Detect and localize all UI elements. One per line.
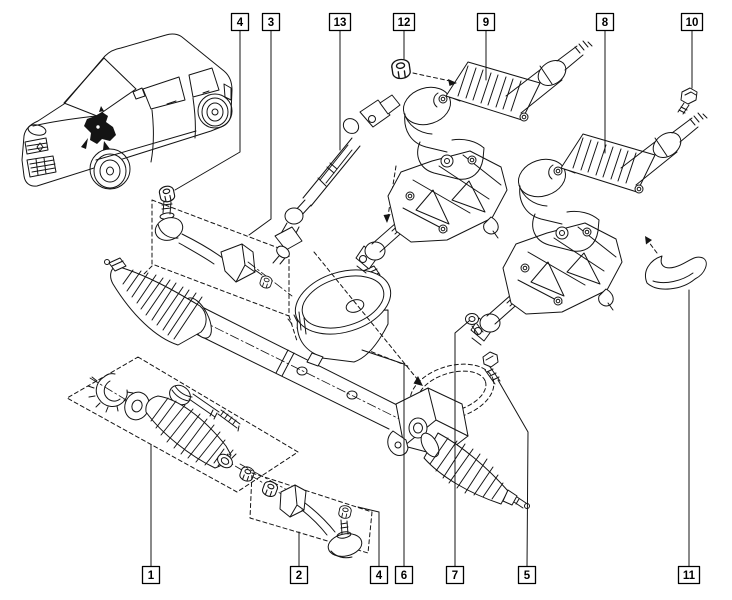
callout-number-top-10: 10 — [686, 17, 699, 29]
callout-bottom-6[interactable]: 6 — [361, 349, 414, 585]
callout-box-bottom-4[interactable] — [369, 565, 389, 585]
rear-wheel-arch — [197, 93, 233, 129]
steering-column-drawing — [355, 40, 593, 274]
callout-bottom-4[interactable]: 4 — [357, 506, 389, 585]
callout-bottom-7[interactable]: 7 — [445, 320, 470, 585]
callout-leader-bottom-7 — [454, 320, 470, 568]
dust-cover-drawing — [294, 269, 392, 367]
callout-box-bottom-5[interactable] — [517, 565, 537, 585]
callout-top-8[interactable]: 8 — [595, 12, 615, 154]
callout-box-top-10[interactable] — [680, 12, 704, 32]
callout-bottom-1[interactable]: 1 — [141, 444, 161, 585]
callout-box-bottom-6[interactable] — [394, 565, 414, 585]
callout-box-bottom-11[interactable] — [677, 565, 701, 585]
rack-boot-left — [110, 265, 207, 346]
front-wheel — [93, 153, 127, 189]
boot-clip — [95, 376, 128, 407]
callout-box-bottom-1[interactable] — [141, 565, 161, 585]
callout-top-3[interactable]: 3 — [248, 12, 281, 236]
callout-leader-bottom-5 — [497, 379, 529, 568]
ball-joint — [154, 217, 184, 241]
callout-number-bottom-1: 1 — [148, 570, 155, 582]
tie-rod-outline — [249, 472, 373, 554]
callout-number-bottom-11: 11 — [683, 570, 696, 582]
callout-box-top-12[interactable] — [392, 12, 416, 32]
callout-box-top-4[interactable] — [230, 12, 250, 32]
callout-number-bottom-2: 2 — [296, 570, 302, 582]
callout-number-top-13: 13 — [334, 17, 347, 29]
callout-top-9[interactable]: 9 — [476, 12, 496, 81]
callout-number-top-8: 8 — [602, 17, 609, 29]
callout-number-bottom-7: 7 — [452, 570, 458, 582]
callout-box-top-13[interactable] — [328, 12, 352, 32]
callout-number-top-12: 12 — [398, 17, 411, 29]
windshield — [63, 57, 137, 117]
callout-top-12[interactable]: 12 — [392, 12, 416, 60]
callout-number-top-9: 9 — [483, 17, 489, 29]
callout-number-top-3: 3 — [268, 17, 274, 29]
rear-wheel — [201, 97, 229, 127]
headlight — [27, 124, 47, 136]
callout-top-4[interactable]: 4 — [174, 12, 250, 191]
ball-joint-lower — [327, 533, 363, 557]
callout-number-bottom-4: 4 — [376, 570, 383, 582]
callout-bottom-5[interactable]: 5 — [497, 379, 537, 585]
callout-leader-bottom-6 — [361, 349, 405, 568]
callout-box-bottom-7[interactable] — [445, 565, 465, 585]
assist-motor — [403, 86, 451, 126]
callout-number-top-4: 4 — [237, 17, 244, 29]
callout-bottom-11[interactable]: 11 — [677, 289, 701, 585]
tie-rod-kit-drawing — [66, 356, 299, 499]
callout-box-bottom-2[interactable] — [289, 565, 309, 585]
callout-number-bottom-6: 6 — [401, 570, 407, 582]
callout-leader-top-4 — [174, 29, 241, 191]
callout-box-top-3[interactable] — [261, 12, 281, 32]
steering-column-right-drawing — [470, 112, 708, 346]
outer-tie-rod-drawing — [239, 463, 373, 559]
callout-bottom-2[interactable]: 2 — [289, 531, 309, 585]
tie-rod-nut — [157, 184, 177, 204]
callout-box-top-8[interactable] — [595, 12, 615, 32]
column-nut-12 — [390, 57, 412, 81]
callout-box-top-9[interactable] — [476, 12, 496, 32]
steering-wheel-bolt-10 — [680, 87, 698, 105]
intermediate-shaft-drawing — [272, 94, 423, 386]
adjust-lever-11 — [645, 255, 707, 290]
small-clamp — [217, 453, 233, 469]
callout-leader-bottom-4 — [357, 506, 380, 568]
kit-boot — [145, 395, 232, 469]
callout-number-bottom-5: 5 — [524, 570, 531, 582]
renault-logo — [36, 142, 44, 152]
side-mirror — [132, 87, 146, 100]
callout-top-13[interactable]: 13 — [328, 12, 352, 151]
callout-top-10[interactable]: 10 — [680, 12, 704, 89]
car-illustration — [21, 33, 233, 190]
callout-leader-top-3 — [248, 29, 272, 236]
pinch-bolt-5 — [482, 351, 499, 368]
lock-housing — [537, 60, 567, 86]
kit-outline-lower — [66, 356, 299, 493]
